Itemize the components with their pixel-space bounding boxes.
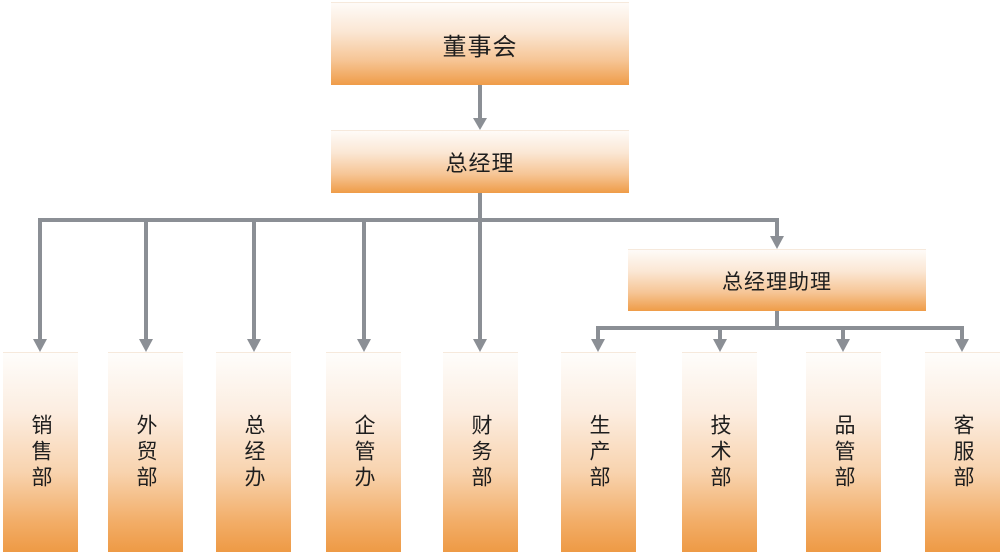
arrowhead-production (591, 339, 605, 352)
arrowhead-quality (836, 339, 850, 352)
dept-label: 外贸部 (134, 413, 158, 492)
arrowhead-sales (33, 339, 47, 352)
dept-box-management-office: 企管办 (326, 352, 401, 552)
dept-box-customer-service: 客服部 (925, 352, 1000, 552)
dept-label: 销售部 (29, 413, 53, 492)
general-manager-label: 总经理 (445, 152, 515, 177)
board-box: 董事会 (331, 2, 629, 85)
dept-box-sales: 销售部 (3, 352, 78, 552)
dept-label: 总经办 (242, 413, 266, 492)
dept-label: 财务部 (469, 413, 493, 492)
dept-box-quality: 品管部 (806, 352, 881, 552)
dept-box-production: 生产部 (561, 352, 636, 552)
general-manager-box: 总经理 (331, 130, 629, 193)
gm-assistant-label: 总经理助理 (722, 269, 832, 294)
dept-label: 技术部 (708, 413, 732, 492)
arrowhead-management-office (357, 339, 371, 352)
arrowhead-technology (713, 339, 727, 352)
gm-assistant-box: 总经理助理 (628, 249, 926, 311)
dept-box-gm-office: 总经办 (216, 352, 291, 552)
dept-label: 客服部 (951, 413, 975, 492)
arrowhead-finance (473, 339, 487, 352)
arrowhead-foreign-trade (139, 339, 153, 352)
arrowhead-gm (473, 118, 487, 130)
dept-label: 品管部 (832, 413, 856, 492)
arrowhead-gm-office (247, 339, 261, 352)
dept-box-foreign-trade: 外贸部 (108, 352, 183, 552)
arrowhead-customer-service (955, 339, 969, 352)
dept-box-technology: 技术部 (682, 352, 757, 552)
arrowhead-assistant (770, 236, 784, 249)
dept-label: 企管办 (352, 413, 376, 492)
board-label: 董事会 (442, 32, 518, 61)
dept-label: 生产部 (587, 413, 611, 492)
dept-box-finance: 财务部 (443, 352, 518, 552)
